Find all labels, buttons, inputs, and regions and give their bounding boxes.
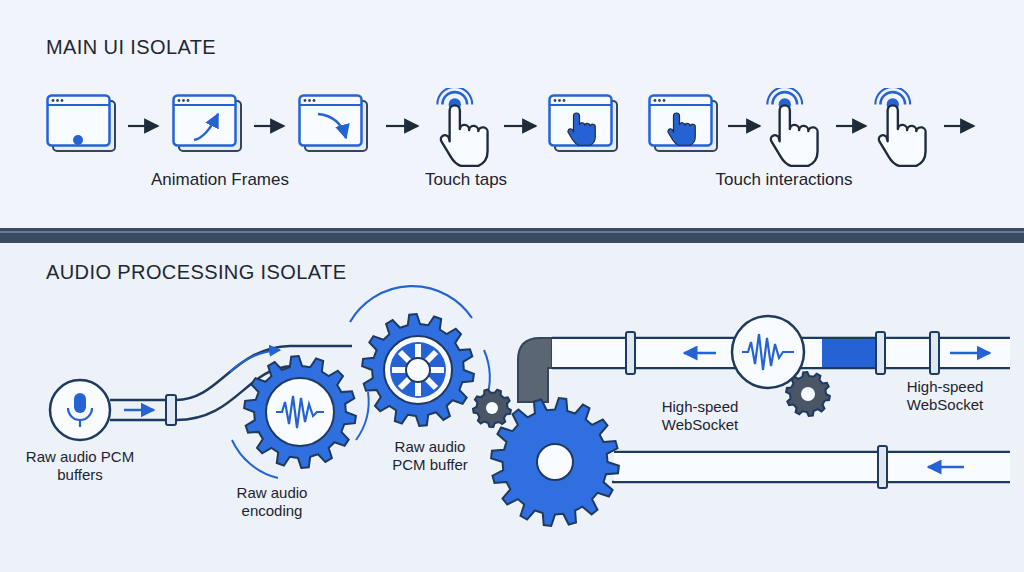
caption-label: Raw audio encoding xyxy=(217,484,327,520)
gear xyxy=(473,389,511,427)
gear xyxy=(362,314,474,426)
gear xyxy=(491,398,619,526)
isolate-band: AUDIO PROCESSING ISOLATE xyxy=(0,243,1024,572)
section-heading: AUDIO PROCESSING ISOLATE xyxy=(46,261,346,284)
caption-label: Raw audio PCM buffer xyxy=(380,438,480,474)
section-heading: MAIN UI ISOLATE xyxy=(46,36,216,59)
caption-label: Raw audio PCM buffers xyxy=(25,448,135,484)
caption-label: High-speed WebSocket xyxy=(895,378,995,414)
caption-label: Touch taps xyxy=(396,170,536,190)
caption-label: Animation Frames xyxy=(130,170,310,190)
caption-label: Touch interactions xyxy=(684,170,884,190)
gear xyxy=(244,356,356,468)
caption-label: High-speed WebSocket xyxy=(645,398,755,434)
